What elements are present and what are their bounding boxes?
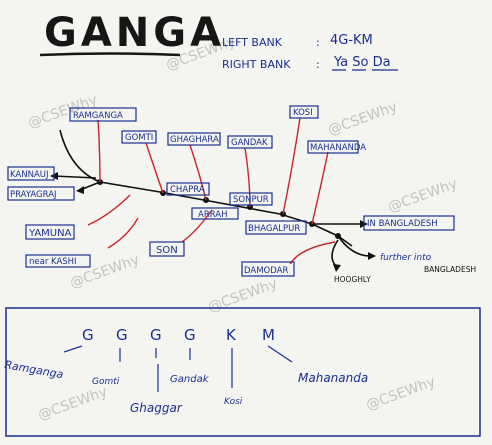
label-near-kashi: near KASHI	[29, 257, 77, 267]
box-gandak	[227, 135, 273, 149]
gomti-line	[145, 142, 164, 194]
further-arrow	[337, 235, 371, 257]
box-in-bangladesh	[363, 215, 455, 231]
arrow-head	[368, 252, 376, 260]
box-near-kashi	[25, 254, 91, 268]
box-sonpur	[229, 192, 273, 206]
label-bhagalpur: BHAGALPUR	[248, 224, 300, 234]
arrow-head	[76, 186, 84, 194]
mnemonic-letter: G	[116, 326, 128, 344]
label-chapra: CHAPRA	[170, 185, 205, 195]
label-gomti: GOMTI	[125, 133, 153, 143]
mnemonic-word: Kosi	[224, 397, 243, 407]
ghaghara-line	[189, 144, 207, 201]
page-title: GANGA	[44, 10, 225, 56]
label-sonpur: SONPUR	[233, 195, 269, 205]
connector	[267, 345, 293, 363]
label-ghaghara: GHAGHARA	[170, 135, 219, 145]
label-arrah: ARRAH	[198, 210, 228, 220]
label-hooghly: HOOGHLY	[334, 275, 371, 284]
left-bank-label: LEFT BANK	[222, 36, 283, 49]
mnemonic-word: Mahananda	[298, 371, 368, 385]
label-yamuna: YAMUNA	[28, 228, 72, 239]
mnemonic-word: Gandak	[170, 374, 210, 385]
mnemonic-letters: G G G G K M	[82, 326, 275, 344]
label-kosi: KOSI	[293, 108, 313, 118]
banks-legend: LEFT BANK : 4G-KM RIGHT BANK : Ya So Da	[222, 33, 398, 71]
title-underline	[39, 52, 181, 57]
kannauj-arrow	[53, 175, 97, 179]
tributary-lines	[87, 117, 336, 265]
label-kannauj: KANNAUJ	[10, 170, 49, 180]
label-ramganga: RAMGANGA	[73, 111, 123, 121]
mnemonic-word: Gomti	[92, 377, 120, 387]
box-damodar	[241, 261, 295, 277]
box-bhagalpur	[245, 220, 307, 235]
right-bank-colon: :	[316, 58, 320, 71]
diagram-labels: RAMGANGA GOMTI GHAGHARA GANDAK KOSI MAHA…	[10, 108, 476, 284]
box-ramganga	[69, 107, 137, 122]
mnemonic-connectors	[63, 345, 293, 392]
box-gomti	[121, 130, 157, 144]
label-in-bangladesh: IN BANGLADESH	[367, 219, 438, 229]
mahananda-line	[311, 151, 329, 225]
box-yamuna	[25, 224, 75, 240]
label-son: SON	[156, 245, 178, 256]
label-further-bangladesh: BANGLADESH	[424, 265, 476, 274]
yamuna-line	[87, 194, 131, 226]
mnemonic-letter: K	[226, 326, 237, 344]
left-bank-colon: :	[316, 36, 320, 49]
ganga-river	[53, 129, 371, 269]
ramganga-line	[97, 119, 101, 183]
ganga-main-channel	[59, 129, 353, 247]
mnemonic-letter: G	[150, 326, 162, 344]
box-kannauj	[7, 166, 55, 181]
mnemonic-letter: G	[82, 326, 94, 344]
box-son	[149, 241, 185, 257]
box-arrah	[191, 207, 239, 220]
right-bank-value: Ya So Da	[333, 55, 391, 70]
mnemonic-word: Ghaggar	[130, 401, 183, 415]
label-further-into: further into	[380, 253, 432, 263]
box-ghaghara	[167, 132, 221, 146]
mnemonic-box	[5, 307, 481, 437]
left-bank-value: 4G-KM	[330, 33, 373, 48]
connector	[63, 345, 83, 353]
label-gandak: GANDAK	[231, 138, 268, 148]
label-damodar: DAMODAR	[244, 266, 288, 276]
box-prayagraj	[7, 186, 75, 201]
box-mahananda	[307, 140, 359, 154]
box-chapra	[166, 182, 210, 196]
label-boxes	[7, 105, 455, 277]
mnemonic-letter: G	[184, 326, 196, 344]
confluence-dot	[335, 233, 341, 239]
kosi-line	[282, 117, 301, 215]
box-kosi	[289, 105, 319, 119]
near-kashi-line	[107, 217, 139, 249]
gandak-line	[244, 147, 251, 208]
label-mahananda: MAHANANDA	[310, 143, 366, 153]
label-prayagraj: PRAYAGRAJ	[10, 190, 57, 200]
arrow-head	[333, 264, 341, 272]
right-bank-label: RIGHT BANK	[222, 58, 291, 71]
mnemonic-letter: M	[262, 326, 275, 344]
son-line	[181, 209, 213, 243]
